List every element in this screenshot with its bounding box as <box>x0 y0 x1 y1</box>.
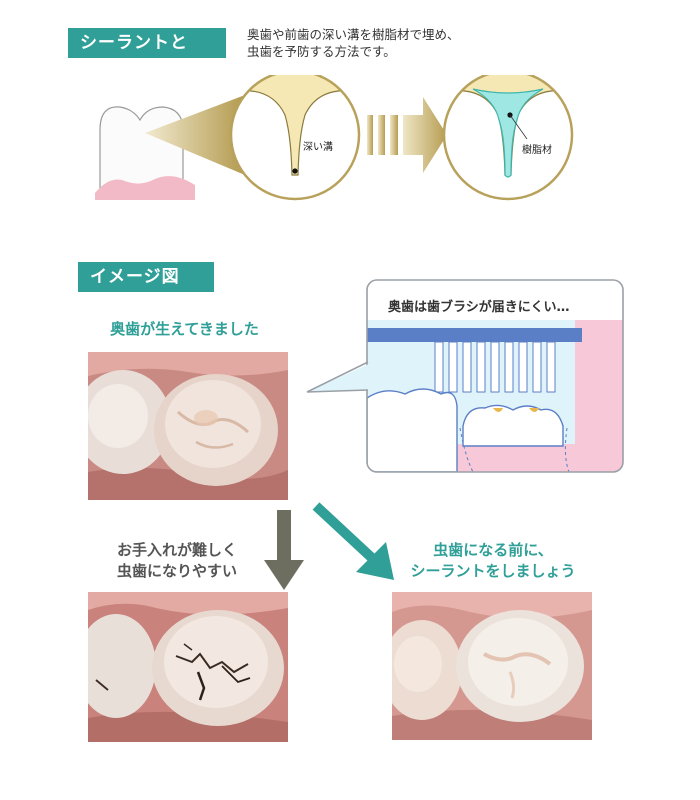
caption-difficult-line-2: 虫歯になりやすい <box>116 562 237 580</box>
description-line-2: 虫歯を予防する方法です。 <box>247 44 396 59</box>
caption-sealant-line-2: シーラントをしましょう <box>410 562 576 580</box>
caption-sealant-line-1: 虫歯になる前に、 <box>433 541 553 559</box>
section-tag-sealant: シーラントとは? <box>68 28 226 83</box>
bubble-text: 奥歯は歯ブラシが届きにくい… <box>388 300 570 315</box>
label-groove: 深い溝 <box>303 142 333 153</box>
toothbrush-icon <box>434 341 556 393</box>
caption-difficult-line-1: お手入れが難しく <box>116 541 237 559</box>
caption-difficult: お手入れが難しく 虫歯になりやすい <box>92 540 262 582</box>
arrow-down-icon <box>264 510 304 590</box>
groove-closeup-icon <box>229 75 361 201</box>
arrow-diagonal-icon <box>312 502 394 580</box>
transition-arrow-icon <box>367 97 447 173</box>
photo-sealed-molar <box>392 592 592 740</box>
caption-sealant: 虫歯になる前に、 シーラントをしましょう <box>392 540 594 582</box>
resin-closeup-icon <box>442 75 574 201</box>
speech-bubble <box>306 279 624 473</box>
label-resin: 樹脂材 <box>522 145 552 156</box>
photo-decayed-molar <box>88 592 288 742</box>
zoom-cone-icon <box>145 95 245 175</box>
section-tag-image: イメージ図 <box>78 262 214 292</box>
sealant-diagram <box>95 75 574 201</box>
caption-erupted: 奥歯が生えてきました <box>110 320 259 338</box>
description-line-1: 奥歯や前歯の深い溝を樹脂材で埋め、 <box>247 27 460 42</box>
photo-new-molar <box>88 352 288 500</box>
sealant-description: 奥歯や前歯の深い溝を樹脂材で埋め、 虫歯を予防する方法です。 <box>247 26 547 60</box>
